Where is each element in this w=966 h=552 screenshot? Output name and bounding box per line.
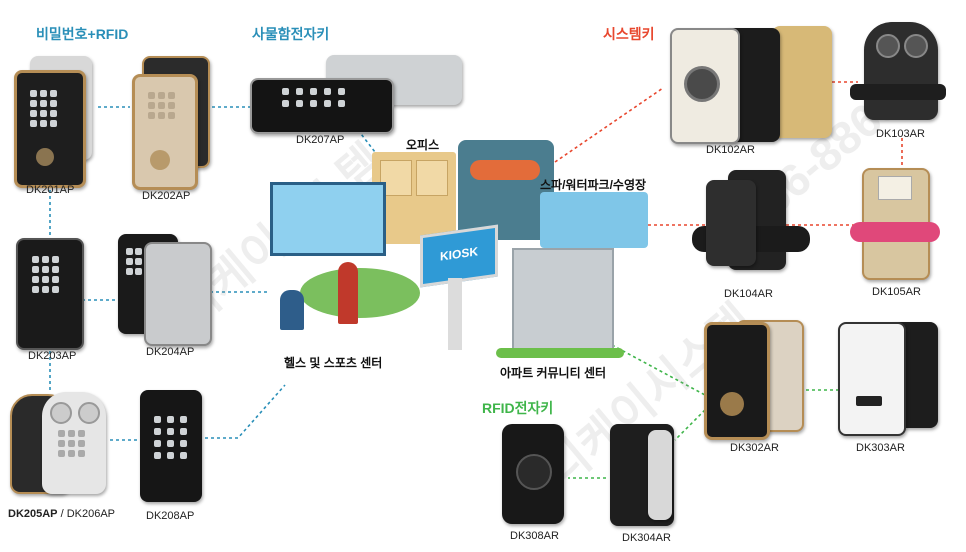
product-label: DK304AR — [622, 532, 671, 544]
keypad-buttons — [32, 256, 59, 293]
cabinet-door — [416, 160, 448, 196]
keypad-buttons — [282, 88, 347, 107]
product-label: DK303AR — [856, 442, 905, 454]
dial-icon — [36, 148, 54, 166]
product-label: DK103AR — [876, 128, 925, 140]
product-label: DK102AR — [706, 144, 755, 156]
owl-eye-icon — [904, 34, 928, 58]
wrist-strap — [850, 84, 946, 100]
product-label: DK202AP — [142, 190, 191, 202]
zone-spa: 스파/워터파크/수영장 — [540, 178, 647, 192]
system-lock-front — [706, 180, 756, 266]
kiosk-label: KIOSK — [439, 244, 478, 264]
zone-apartment: 아파트 커뮤니티 센터 — [500, 366, 607, 380]
category-rfid-lock: RFID전자키 — [482, 400, 554, 416]
category-cabinet-lock: 사물함전자키 — [252, 26, 330, 42]
key-slot — [856, 396, 882, 406]
product-label: DK105AR — [872, 286, 921, 298]
pool-illustration — [540, 192, 648, 248]
product-label: DK302AR — [730, 442, 779, 454]
category-password-rfid: 비밀번호+RFID — [36, 26, 129, 42]
apartment-grass — [496, 348, 624, 358]
kiosk-stand — [448, 278, 462, 350]
owl-eye-icon — [50, 402, 72, 424]
product-label: DK205AP / DK206AP — [8, 508, 116, 520]
product-label: DK207AP — [296, 134, 345, 146]
rfid-reader-icon — [516, 454, 552, 490]
key-dial-icon — [720, 392, 744, 416]
wrist-strap — [850, 222, 940, 242]
line-apt-dk302 — [611, 344, 706, 396]
line-dk208-health — [205, 384, 286, 439]
device-front-panel — [144, 242, 212, 346]
keypad-buttons — [58, 430, 85, 457]
line-dk207-office — [357, 129, 376, 153]
waterpark-illustration — [458, 140, 554, 240]
owl-eye-icon — [78, 402, 100, 424]
line-spa-dk102 — [554, 87, 664, 163]
key-dial-icon — [684, 66, 720, 102]
slide-shape — [470, 160, 540, 180]
product-label: DK308AR — [510, 530, 559, 542]
tv-screen-illustration — [270, 182, 386, 256]
owl-eye-icon — [876, 34, 900, 58]
keypad-device — [132, 74, 198, 190]
product-label: DK208AP — [146, 510, 195, 522]
product-label: DK104AR — [724, 288, 773, 300]
system-lock-gold — [772, 26, 832, 138]
keypad-device — [14, 70, 86, 188]
zone-office: 오피스 — [406, 138, 440, 152]
keypad-buttons — [148, 92, 175, 119]
product-label: DK201AP — [26, 184, 75, 196]
category-system-key: 시스템키 — [603, 26, 655, 42]
dial-icon — [150, 150, 170, 170]
apartment-building-illustration — [512, 248, 614, 356]
product-label: DK203AP — [28, 350, 77, 362]
rfid-lock-white — [838, 322, 906, 436]
stadium-illustration — [300, 268, 420, 318]
owl-system-lock — [864, 22, 938, 120]
person-figure — [280, 290, 304, 330]
display-window — [878, 176, 912, 200]
line-dk302-dk304 — [674, 409, 706, 441]
keypad-buttons — [30, 90, 57, 127]
product-label: DK204AP — [146, 346, 195, 358]
keypad-device — [250, 78, 394, 134]
rfid-lock-panel — [648, 430, 672, 520]
person-figure — [338, 262, 358, 324]
keypad-buttons — [154, 416, 188, 459]
zone-health: 헬스 및 스포츠 센터 — [284, 356, 383, 370]
rfid-lock-front — [704, 322, 770, 440]
keypad-device — [16, 238, 84, 350]
